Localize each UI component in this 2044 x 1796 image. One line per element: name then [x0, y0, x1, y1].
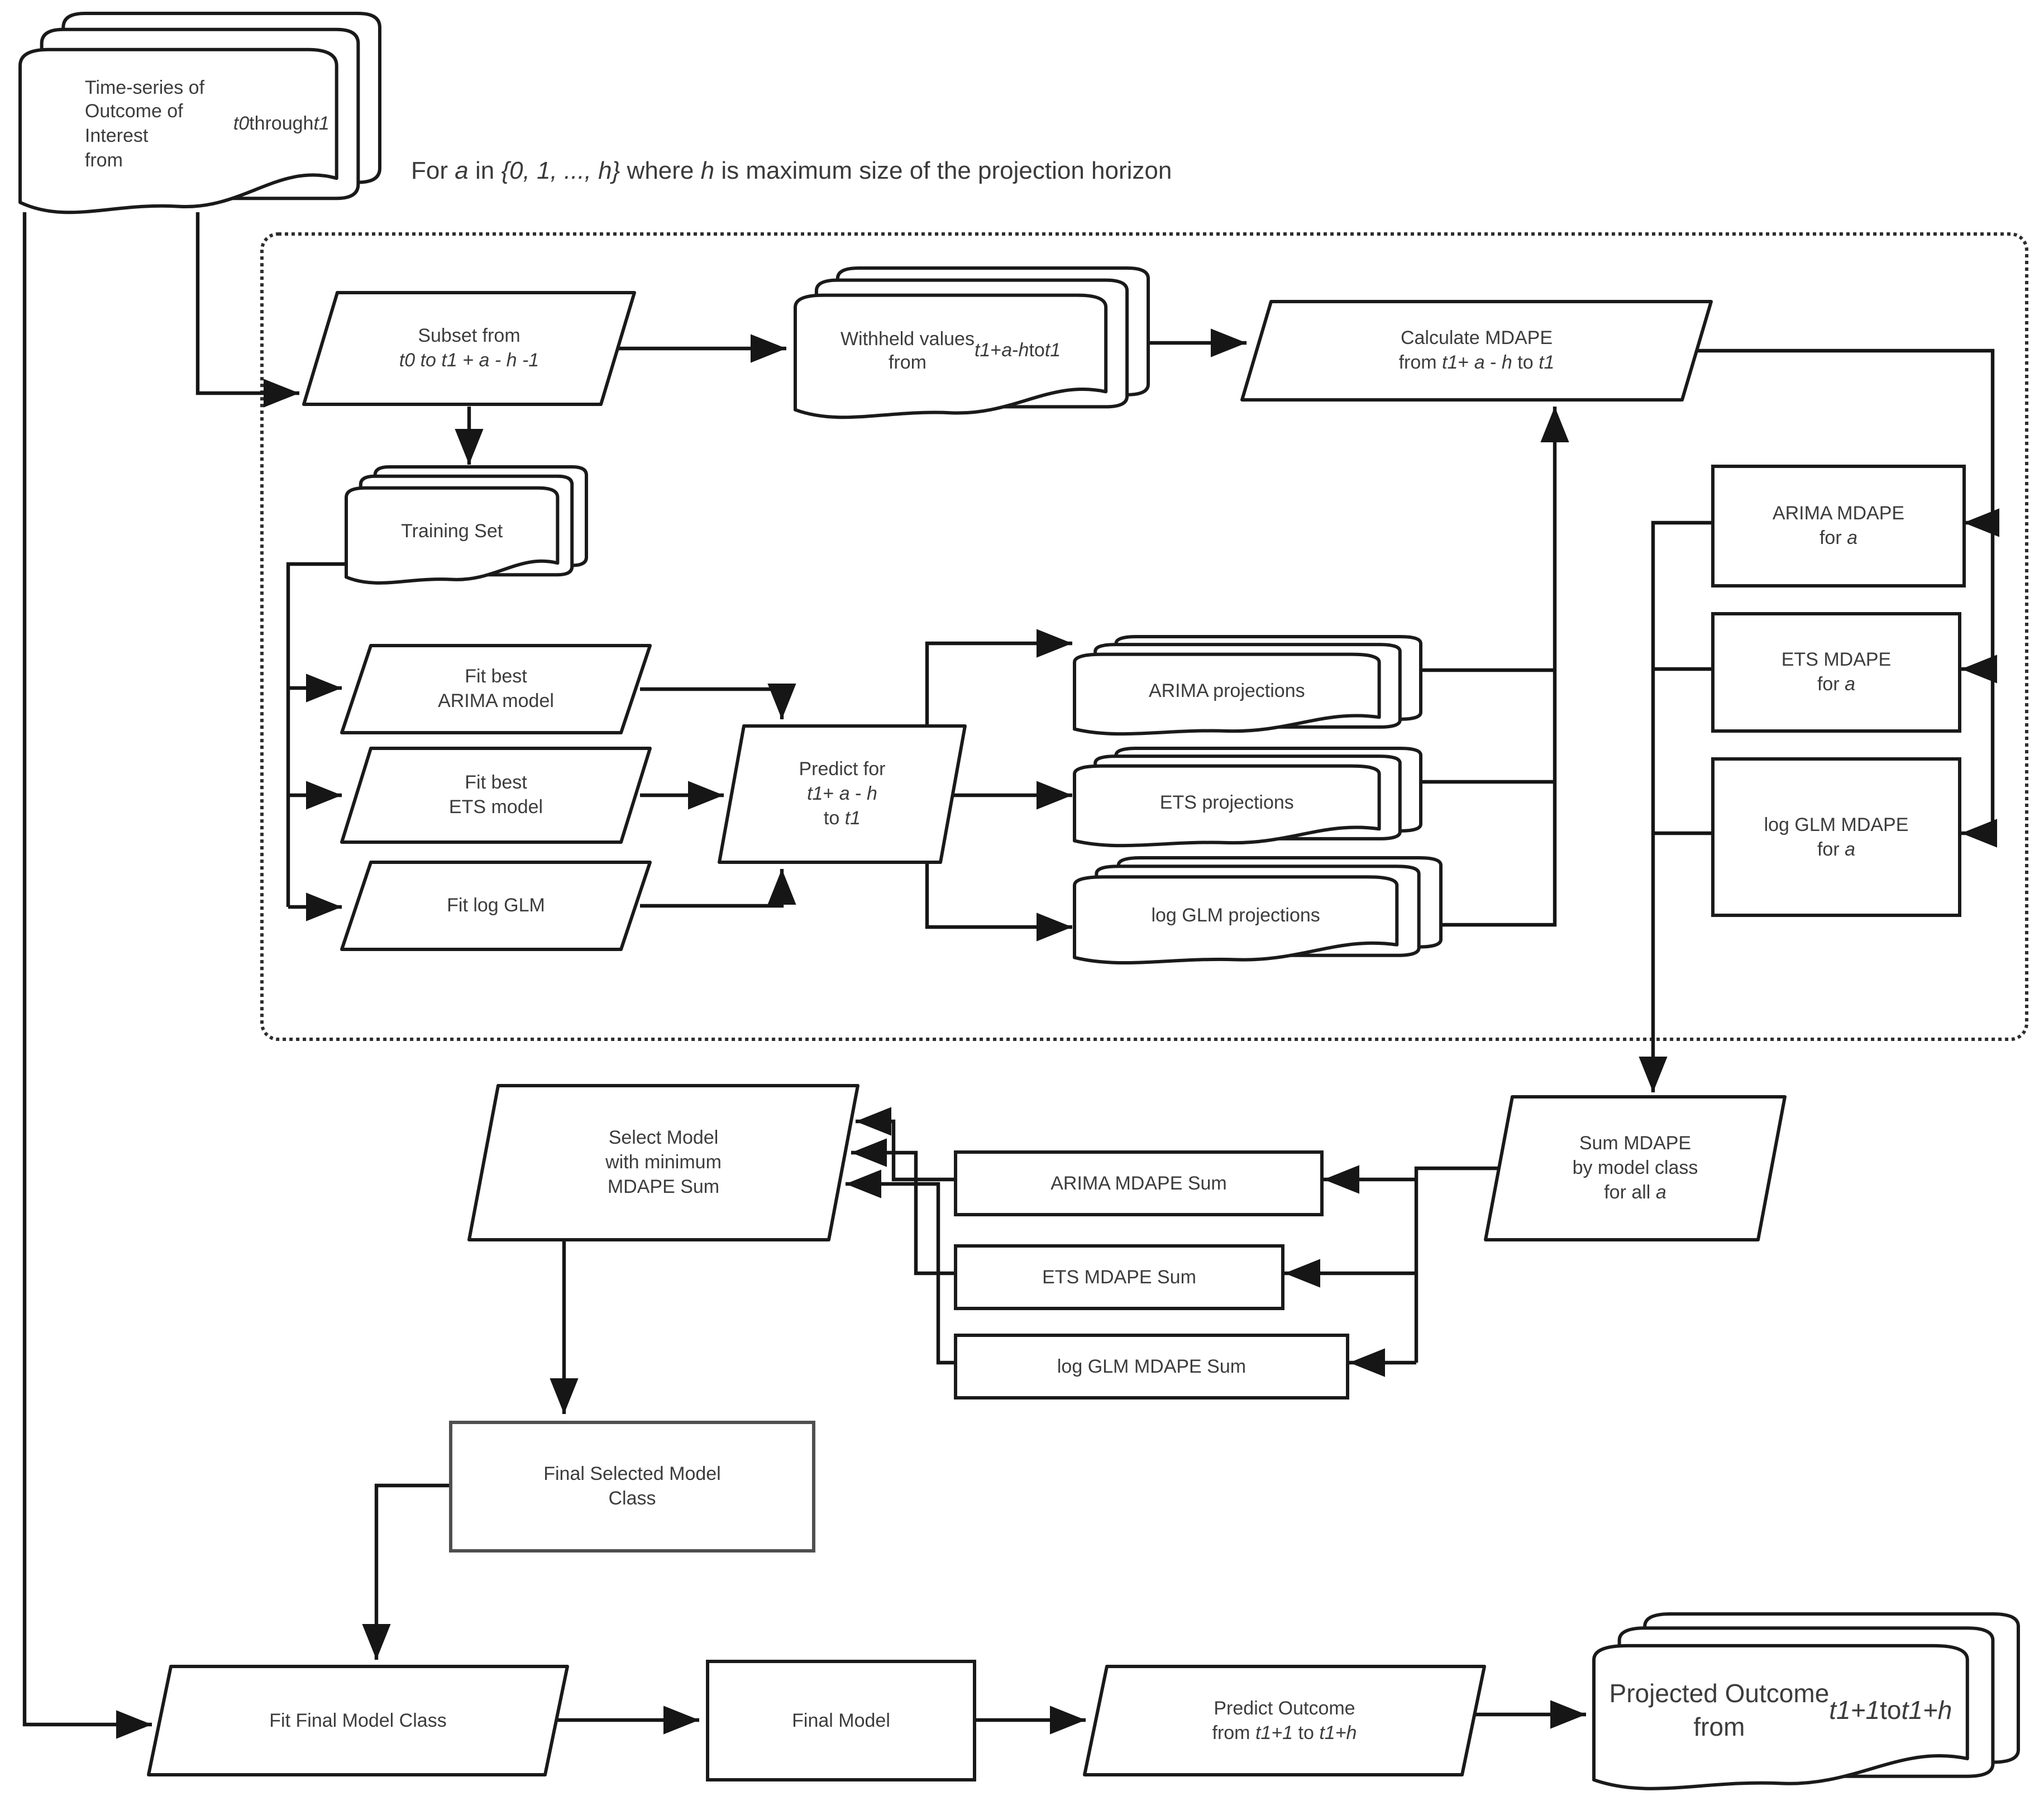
- node-label: Training Set: [401, 520, 503, 542]
- document-stack-icon: [795, 268, 1148, 419]
- parallelogram-shape: [304, 293, 634, 404]
- parallelogram-shape: [342, 862, 650, 949]
- document-stack-icon: [1074, 748, 1421, 847]
- document-stack-icon: [1074, 637, 1421, 735]
- node-label: ETS projections: [1159, 791, 1294, 813]
- document-stack-icon: [20, 13, 380, 214]
- parallelogram-shape: [342, 646, 650, 733]
- node-label: log GLM MDAPE Sum: [1057, 1355, 1247, 1377]
- parallelogram-shape: [1085, 1666, 1484, 1775]
- node-training-set: Training Set: [346, 467, 586, 584]
- node-log-glm-mdape-sum: log GLM MDAPE Sum: [954, 1334, 1349, 1399]
- document-stack-icon: [1074, 858, 1441, 964]
- parallelogram-shape: [1486, 1097, 1785, 1240]
- parallelogram-shape: [342, 748, 650, 842]
- node-label: ARIMA MDAPE Sum: [1050, 1172, 1227, 1194]
- node-ets-mdape-sum: ETS MDAPE Sum: [954, 1244, 1284, 1310]
- node-arima-projections: ARIMA projections: [1074, 637, 1421, 735]
- node-log-glm-projections: log GLM projections: [1074, 858, 1441, 964]
- node-fit-log-glm: Fit log GLM: [342, 862, 650, 949]
- node-label: log GLM projections: [1151, 905, 1320, 926]
- parallelogram-shape: [149, 1666, 567, 1775]
- loop-caption: For a in {0, 1, ..., h} where h is maxim…: [411, 156, 1172, 184]
- node-ets-projections: ETS projections: [1074, 748, 1421, 847]
- parallelogram-shape: [469, 1086, 858, 1240]
- node-final-model: Final Model: [706, 1660, 976, 1781]
- node-arima-mdape-sum: ARIMA MDAPE Sum: [954, 1150, 1324, 1216]
- parallelogram-shape: [1242, 302, 1711, 400]
- node-label: Final Model: [792, 1709, 890, 1731]
- parallelogram-shape: [719, 726, 965, 862]
- node-label: Fit Final Model Class: [269, 1709, 447, 1731]
- loop-boundary: [260, 232, 2028, 1041]
- node-label: Fit log GLM: [447, 895, 545, 916]
- node-label: ETS MDAPE Sum: [1042, 1266, 1196, 1288]
- node-fit-final-model-class: Fit Final Model Class: [149, 1666, 567, 1775]
- document-stack-icon: [1594, 1614, 2018, 1790]
- document-stack-icon: [346, 467, 586, 584]
- node-label: ARIMA projections: [1148, 680, 1305, 701]
